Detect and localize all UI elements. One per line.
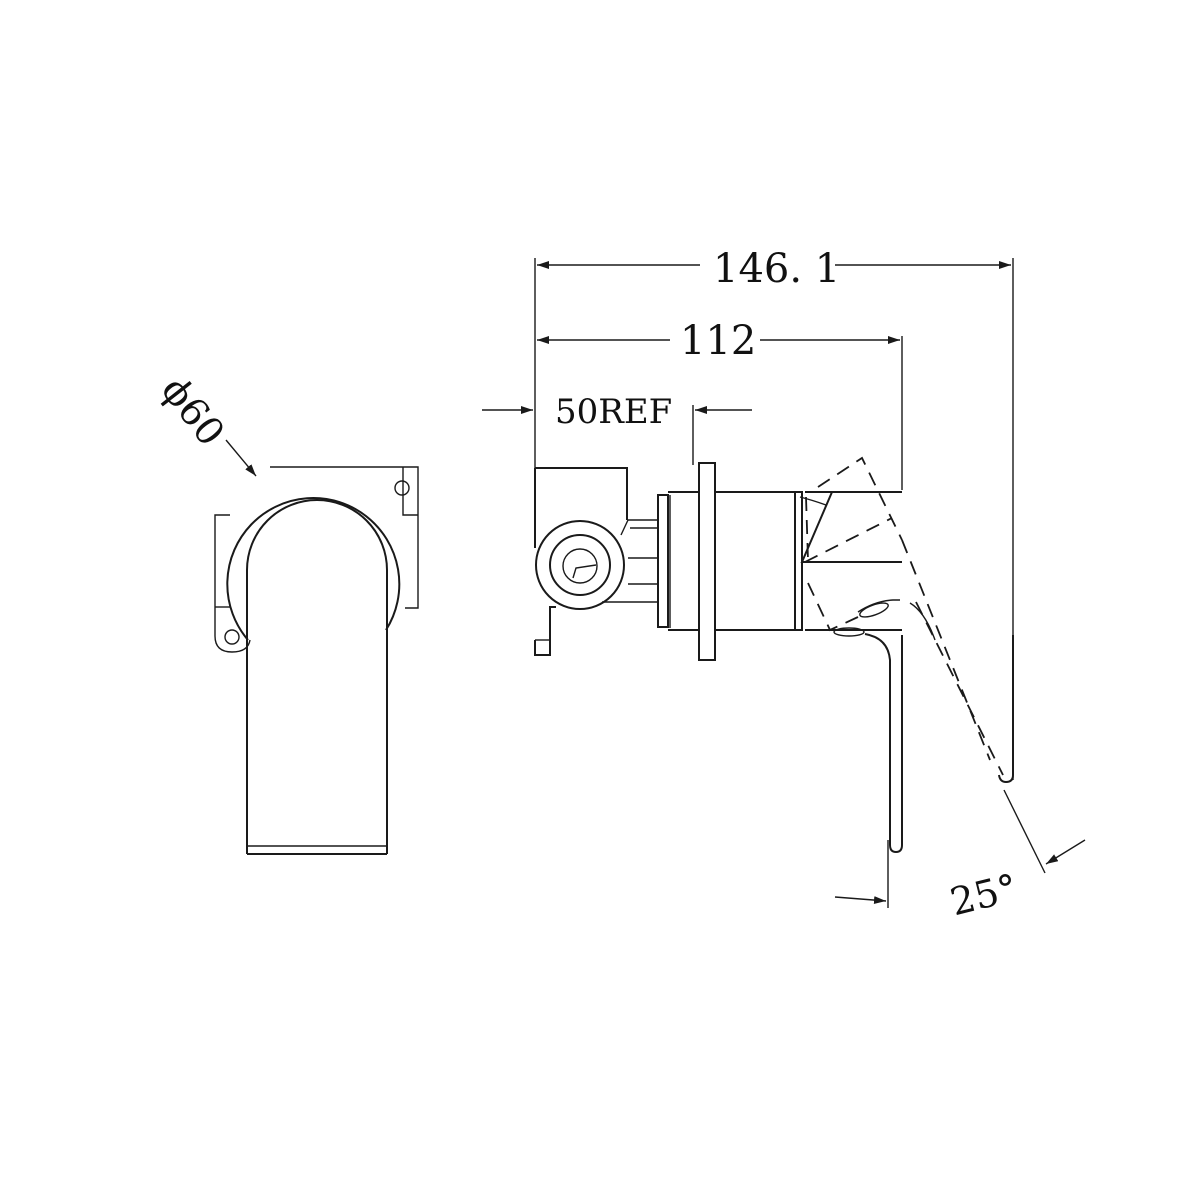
svg-text:25°: 25°: [946, 865, 1022, 924]
lever-rotated-phantom: [804, 456, 1004, 776]
wall-flange: [698, 462, 716, 661]
angle-annotation: 25°: [834, 789, 1086, 924]
body-cylinder: [715, 491, 803, 631]
diameter-label: ϕ60: [153, 368, 233, 454]
svg-text:146. 1: 146. 1: [713, 246, 840, 292]
side-view: 146. 1 112 50REF: [482, 246, 1086, 924]
svg-text:112: 112: [680, 318, 756, 364]
diameter-leader: [225, 439, 257, 477]
svg-text:50REF: 50REF: [555, 392, 672, 432]
lever-side: [864, 602, 1014, 854]
escutcheon-outer: [226, 497, 401, 641]
dimension-overall: 146. 1: [537, 246, 1011, 292]
lever-front: [246, 575, 388, 855]
valve-bracket: [534, 467, 658, 656]
dimension-reference: 50REF: [482, 392, 752, 432]
handle-hub: [799, 491, 902, 637]
front-view: ϕ60: [153, 368, 419, 855]
dimension-body: 112: [537, 318, 900, 364]
handle-arch: [246, 499, 388, 580]
cartridge-sleeve: [657, 491, 700, 631]
